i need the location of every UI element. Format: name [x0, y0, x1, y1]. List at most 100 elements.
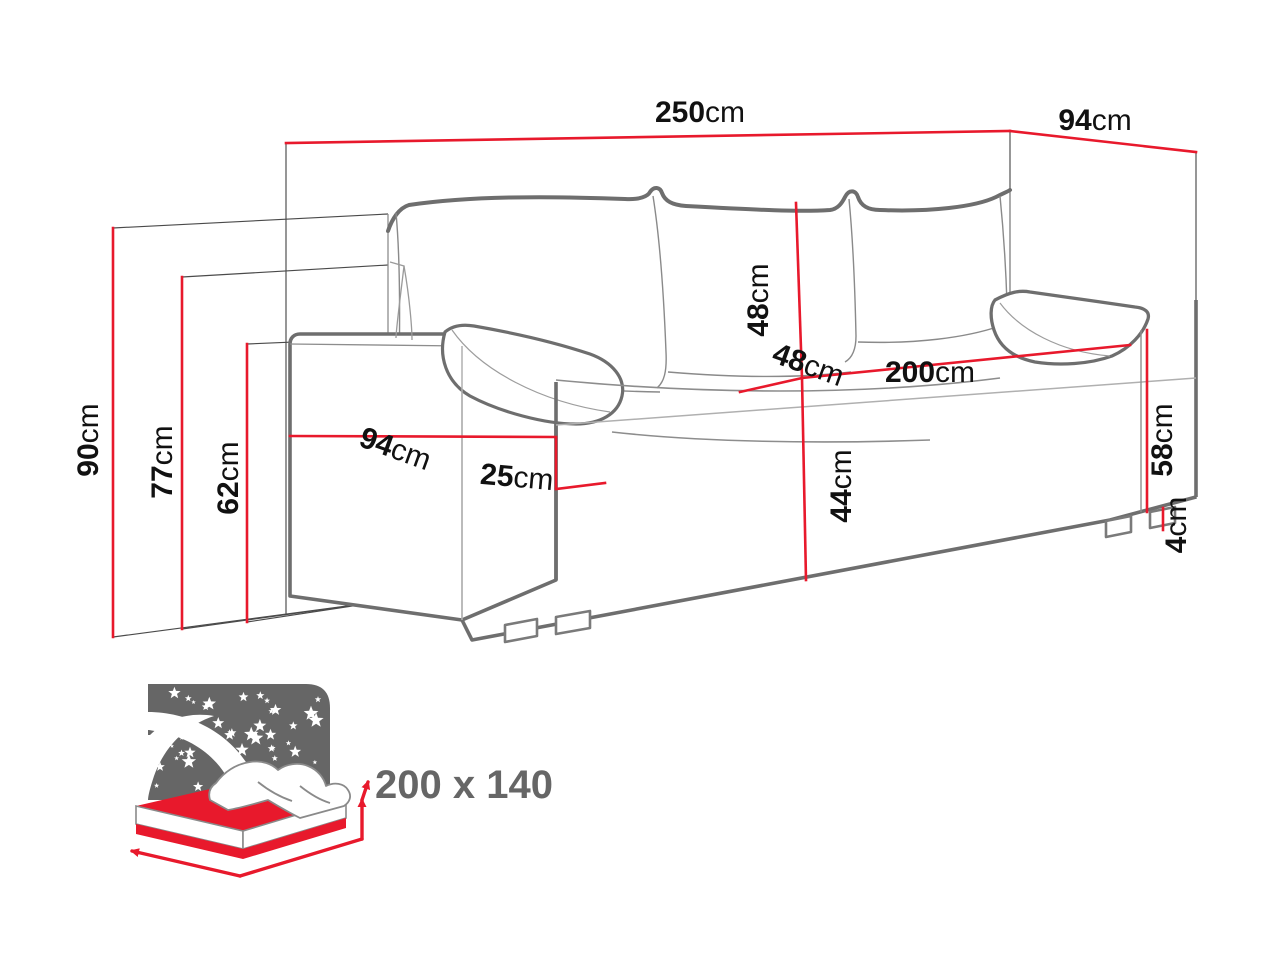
star-icon: [312, 759, 318, 765]
dimension-value: 200: [885, 356, 935, 389]
dimension-label-overall-depth: 94cm: [1058, 104, 1131, 137]
star-icon: [256, 691, 265, 700]
sleeping-area-graphic: 200 x 140: [130, 684, 553, 878]
dim-line-48-depth: [738, 376, 804, 394]
bed-size-label: 200 x 140: [375, 763, 553, 807]
dimension-value: 25: [479, 458, 515, 494]
seat-surface: [555, 377, 1001, 443]
dimension-label-side-panel-height: 58cm: [1146, 403, 1179, 476]
dimension-label-overall-width: 250cm: [655, 96, 745, 129]
dim-line-94-seat: [288, 434, 558, 439]
dimension-unit: cm: [742, 263, 775, 303]
sofa-base-seams: [461, 346, 1197, 620]
dimension-label-armrest-width: 25cm: [479, 458, 555, 497]
star-icon: [285, 740, 292, 746]
star-icon: [178, 749, 185, 756]
star-icon: [184, 746, 196, 758]
star-icon: [172, 726, 185, 739]
dimension-value: 94: [1058, 104, 1092, 137]
dimension-value: 90: [72, 443, 105, 476]
star-icon: [235, 743, 249, 756]
bed-arrow-width-2: [238, 837, 364, 878]
star-icon: [155, 741, 168, 753]
leg-front-left-2: [554, 609, 592, 636]
star-icon: [314, 696, 322, 703]
dimension-label-backrest-height: 77cm: [146, 425, 179, 498]
accent-pillow-seam: [999, 302, 1111, 357]
sofa-legs: [503, 505, 1177, 644]
dimension-value: 62: [212, 481, 245, 514]
dimension-value: 250: [655, 96, 705, 129]
star-icon: [244, 726, 259, 741]
dimension-unit: cm: [1160, 497, 1193, 537]
star-icon: [269, 703, 282, 715]
star-icon: [170, 744, 174, 748]
star-icon: [191, 699, 196, 704]
dimension-label-overall-height: 90cm: [72, 403, 105, 476]
side-bolster: [440, 323, 625, 426]
star-icon: [174, 755, 179, 761]
dimension-value: 48: [742, 303, 775, 336]
back-cushion-group: [386, 186, 1012, 233]
star-icon: [155, 761, 165, 771]
dim-line-94-top: [1008, 129, 1198, 154]
dimension-unit: cm: [935, 356, 975, 389]
star-icon: [289, 745, 302, 757]
star-icon: [216, 752, 227, 764]
accent-pillow: [989, 289, 1151, 366]
star-icon: [271, 755, 278, 761]
duvet-and-pillows: [208, 760, 351, 819]
bed-dimension-arrows: [130, 780, 371, 878]
bed-arrow-depth-2: [360, 780, 371, 802]
dim-line-48-height: [794, 201, 804, 380]
star-icon: [224, 729, 235, 740]
dimension-unit: cm: [1092, 104, 1132, 137]
sofa-illustration: [288, 186, 1198, 644]
dimension-label-seat-width: 200cm: [885, 356, 975, 389]
star-icon: [184, 694, 192, 702]
side-bolster-seam: [451, 329, 611, 413]
leg-front-left: [503, 617, 539, 644]
star-icon: [154, 783, 160, 788]
star-icon: [168, 686, 181, 699]
dimension-unit: cm: [212, 441, 245, 481]
dimension-label-arm-height: 62cm: [212, 441, 245, 514]
star-icon: [202, 696, 216, 710]
dimension-unit: cm: [512, 461, 555, 497]
star-icon: [289, 721, 298, 730]
star-icon: [201, 702, 210, 711]
dimension-unit: cm: [825, 449, 858, 489]
star-icon: [227, 728, 237, 737]
dimension-value: 4: [1160, 536, 1193, 553]
star-icon: [264, 697, 270, 704]
star-icon: [220, 747, 236, 762]
dimension-lines-extra: [554, 437, 558, 489]
dimension-lines: [111, 129, 1198, 639]
dimension-unit: cm: [705, 96, 745, 129]
star-icon: [157, 740, 164, 746]
dimension-unit: cm: [72, 403, 105, 443]
dimension-label-back-cushion-height: 48cm: [742, 263, 775, 336]
star-icon: [248, 730, 264, 745]
dimension-label-seat-cushion-depth: 48cm: [768, 337, 848, 393]
star-icon: [212, 717, 225, 729]
dimension-value: 44: [825, 489, 858, 523]
dimension-unit: cm: [1146, 403, 1179, 443]
bed-arrow-width: [130, 848, 242, 878]
dimension-label-seat-height: 44cm: [825, 449, 858, 522]
star-icon: [270, 745, 276, 751]
star-icon: [264, 728, 277, 740]
leg-front-right: [1104, 514, 1133, 539]
dim-line-25: [554, 481, 607, 491]
dim-line-200: [800, 343, 1132, 380]
dim-line-44: [800, 376, 808, 582]
star-icon: [303, 705, 319, 720]
star-icon: [238, 691, 249, 702]
star-icon: [193, 781, 204, 791]
inner-arm-detail: [389, 261, 413, 341]
star-icon: [181, 754, 197, 768]
star-icon: [267, 744, 276, 752]
